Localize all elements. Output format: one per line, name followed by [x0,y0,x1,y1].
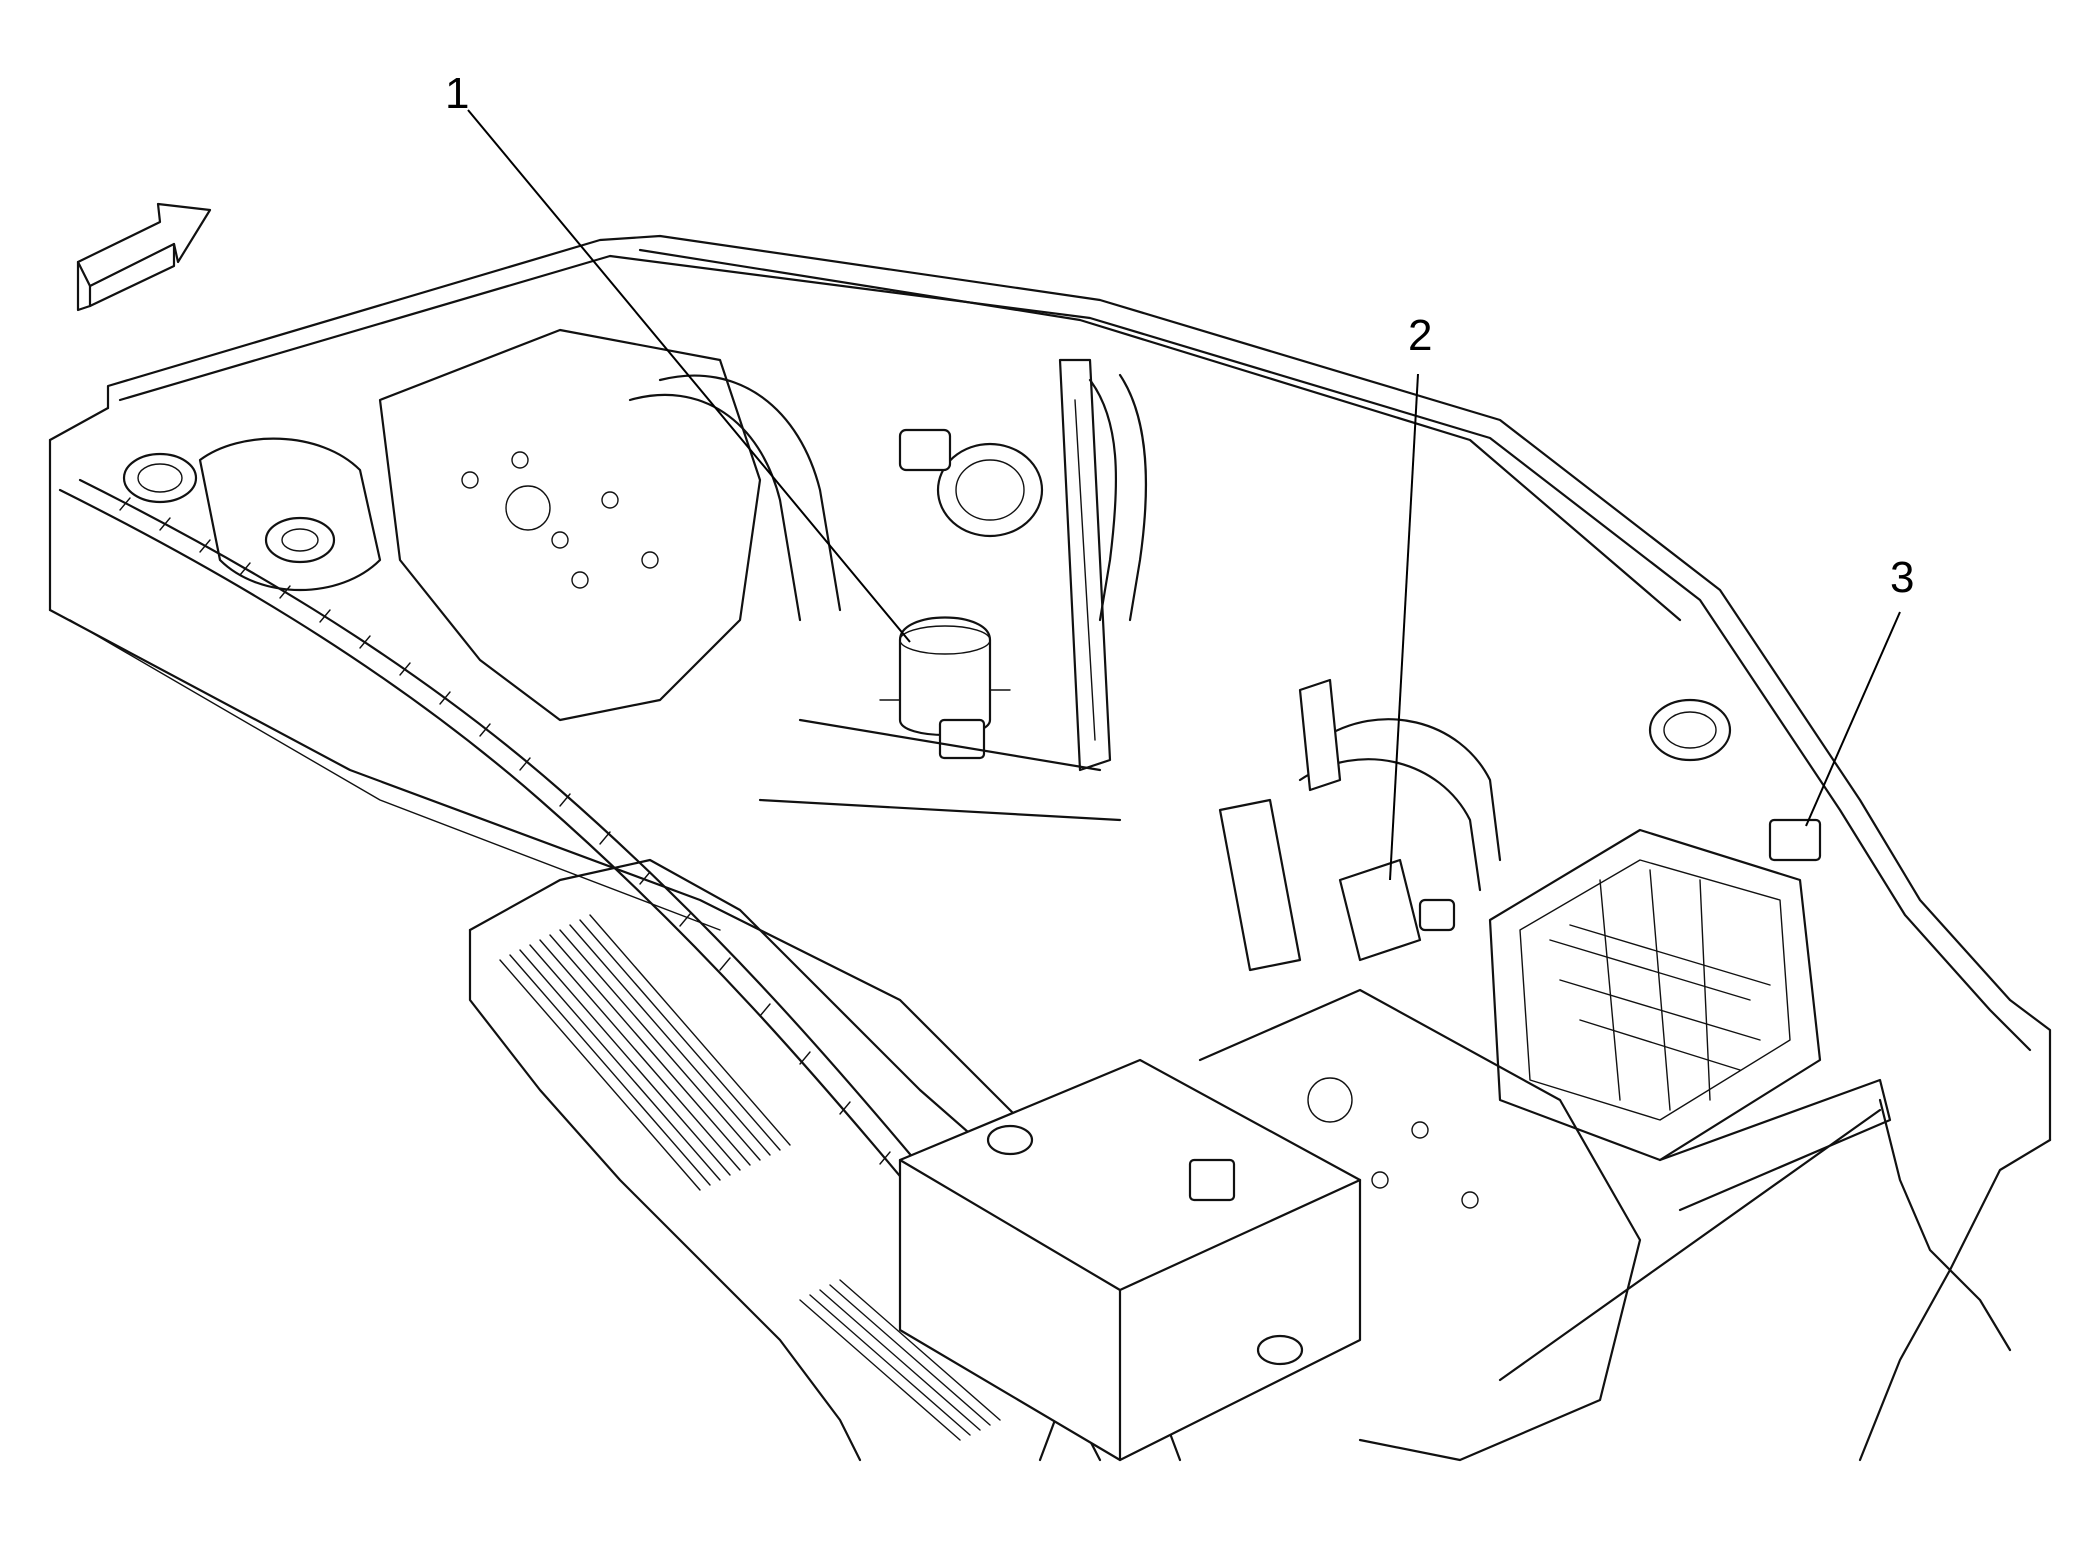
body-outline [48,234,2052,1462]
leader-lines [467,109,1901,881]
vent-slats [499,914,1001,1441]
battery [898,1058,1362,1462]
callout-1: 1 [445,69,469,118]
fender-support [758,358,1122,822]
battery-tray-plate [1198,988,1892,1462]
callout-labels: 1 2 3 [445,69,1914,602]
component-3-fuse-block [1488,698,1822,1162]
leader-line-3 [1805,611,1901,827]
upper-bracket-plate [378,328,762,722]
coolant-reservoir [122,437,382,592]
component-2 [1218,678,1502,972]
callout-3: 3 [1890,553,1914,602]
vacuum-canister [898,428,1044,538]
leader-line-1 [467,109,911,643]
callout-2: 2 [1408,311,1432,360]
intake-hoses [628,373,1148,622]
forward-arrow-icon [76,202,212,312]
leader-line-2 [1389,373,1419,881]
